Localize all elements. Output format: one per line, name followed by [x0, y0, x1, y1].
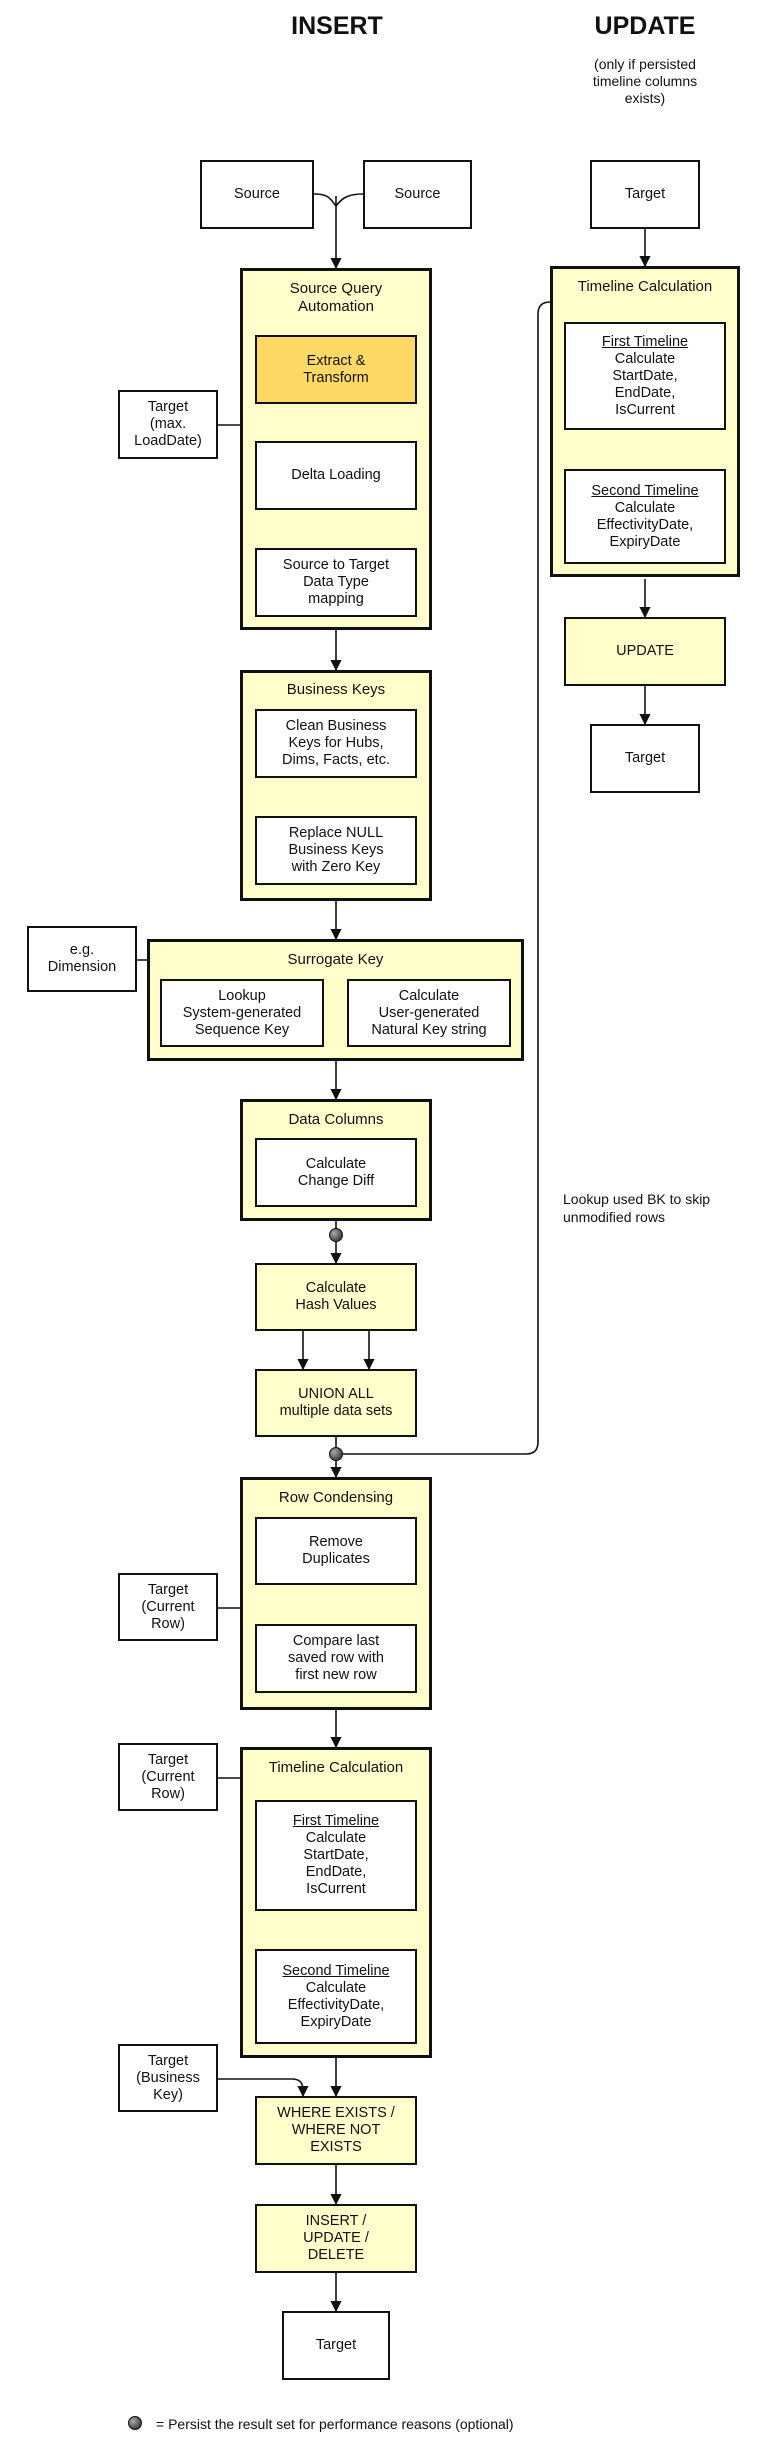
update-first-timeline-box: First Timeline Calculate StartDate, EndD…: [564, 322, 726, 430]
second-timeline-box: Second Timeline Calculate EffectivityDat…: [255, 1949, 417, 2044]
target-final-box: Target: [282, 2311, 390, 2380]
target-current-row-box: Target (Current Row): [118, 1743, 218, 1811]
change-diff-box: Calculate Change Diff: [255, 1138, 417, 1207]
update-first-timeline-title: First Timeline: [601, 333, 689, 350]
extract-transform-label: Extract & Transform: [303, 352, 369, 386]
remove-duplicates-label: Remove Duplicates: [302, 1534, 370, 1567]
lookup-note: Lookup used BK to skip unmodified rows: [563, 1191, 711, 1225]
update-heading: UPDATE: [594, 12, 696, 40]
lookup-sequence-key-box: Lookup System-generated Sequence Key: [160, 979, 324, 1047]
source-label: Source: [394, 186, 441, 202]
lookup-sequence-key-label: Lookup System-generated Sequence Key: [182, 987, 302, 1038]
update-second-timeline-box: Second Timeline Calculate EffectivityDat…: [564, 469, 726, 564]
source-box: Source: [200, 160, 314, 229]
first-timeline-title: First Timeline: [292, 1813, 380, 1829]
eg-dimension-label: e.g. Dimension: [47, 942, 117, 975]
target-business-key-label: Target (Business Key): [136, 2052, 200, 2103]
union-all-label: UNION ALL multiple data sets: [279, 1386, 393, 1419]
business-keys-title: Business Keys: [286, 681, 386, 698]
second-timeline-title: Second Timeline: [282, 1962, 390, 1979]
change-diff-label: Calculate Change Diff: [297, 1155, 375, 1189]
persist-dot: [329, 1447, 343, 1461]
insert-update-delete-box: INSERT / UPDATE / DELETE: [255, 2204, 417, 2273]
target-current-row-label: Target (Current Row): [141, 1581, 195, 1632]
data-columns-title: Data Columns: [288, 1111, 384, 1128]
clean-business-keys-label: Clean Business Keys for Hubs, Dims, Fact…: [282, 718, 390, 768]
update-timeline-title: Timeline Calculation: [577, 278, 713, 295]
update-target-top-box: Target: [590, 160, 700, 229]
update-target-bottom-box: Target: [590, 724, 700, 793]
target-max-loaddate-box: Target (max. LoadDate): [118, 390, 218, 459]
replace-null-keys-box: Replace NULL Business Keys with Zero Key: [255, 816, 417, 885]
remove-duplicates-box: Remove Duplicates: [255, 1517, 417, 1585]
target-max-loaddate-label: Target (max. LoadDate): [134, 399, 202, 449]
row-condensing-title: Row Condensing: [278, 1489, 394, 1506]
legend-dot: [128, 2416, 142, 2430]
source-query-automation-title: Source Query Automation: [289, 280, 383, 315]
legend-text: = Persist the result set for performance…: [156, 2416, 514, 2432]
type-mapping-box: Source to Target Data Type mapping: [255, 548, 417, 617]
update-target-top-label: Target: [624, 186, 666, 202]
compare-rows-label: Compare last saved row with first new ro…: [288, 1633, 384, 1683]
second-timeline-body: Calculate EffectivityDate, ExpiryDate: [287, 1979, 385, 2030]
hash-values-label: Calculate Hash Values: [295, 1280, 377, 1313]
update-second-timeline-body: Calculate EffectivityDate, ExpiryDate: [596, 499, 694, 550]
update-label: UPDATE: [616, 643, 674, 659]
first-timeline-body: Calculate StartDate, EndDate, IsCurrent: [303, 1830, 369, 1897]
replace-null-keys-label: Replace NULL Business Keys with Zero Key: [288, 825, 384, 875]
calculate-natural-key-box: Calculate User-generated Natural Key str…: [347, 979, 511, 1047]
union-all-box: UNION ALL multiple data sets: [255, 1369, 417, 1437]
insert-heading: INSERT: [291, 12, 383, 40]
persist-dot: [329, 1228, 343, 1242]
where-exists-label: WHERE EXISTS / WHERE NOT EXISTS: [277, 2105, 395, 2155]
clean-business-keys-box: Clean Business Keys for Hubs, Dims, Fact…: [255, 709, 417, 778]
target-current-row-label: Target (Current Row): [141, 1751, 195, 1802]
source-label: Source: [234, 186, 280, 202]
type-mapping-label: Source to Target Data Type mapping: [282, 557, 390, 607]
insert-update-delete-label: INSERT / UPDATE / DELETE: [303, 2213, 369, 2263]
update-note: (only if persisted timeline columns exis…: [592, 56, 698, 106]
target-business-key-box: Target (Business Key): [118, 2044, 218, 2112]
eg-dimension-box: e.g. Dimension: [27, 926, 137, 992]
where-exists-box: WHERE EXISTS / WHERE NOT EXISTS: [255, 2096, 417, 2165]
hash-values-box: Calculate Hash Values: [255, 1263, 417, 1331]
update-first-timeline-body: Calculate StartDate, EndDate, IsCurrent: [612, 350, 678, 418]
update-second-timeline-title: Second Timeline: [591, 482, 699, 499]
source-box: Source: [363, 160, 472, 229]
surrogate-key-title: Surrogate Key: [287, 951, 384, 968]
delta-loading-label: Delta Loading: [291, 467, 381, 483]
delta-loading-box: Delta Loading: [255, 441, 417, 510]
update-box: UPDATE: [564, 617, 726, 686]
target-final-label: Target: [315, 2337, 357, 2353]
target-current-row-box: Target (Current Row): [118, 1573, 218, 1641]
timeline-calculation-title: Timeline Calculation: [268, 1759, 404, 1776]
compare-rows-box: Compare last saved row with first new ro…: [255, 1624, 417, 1693]
first-timeline-box: First Timeline Calculate StartDate, EndD…: [255, 1800, 417, 1911]
extract-transform-box: Extract & Transform: [255, 335, 417, 404]
update-target-bottom-label: Target: [624, 750, 666, 766]
calculate-natural-key-label: Calculate User-generated Natural Key str…: [371, 987, 487, 1038]
